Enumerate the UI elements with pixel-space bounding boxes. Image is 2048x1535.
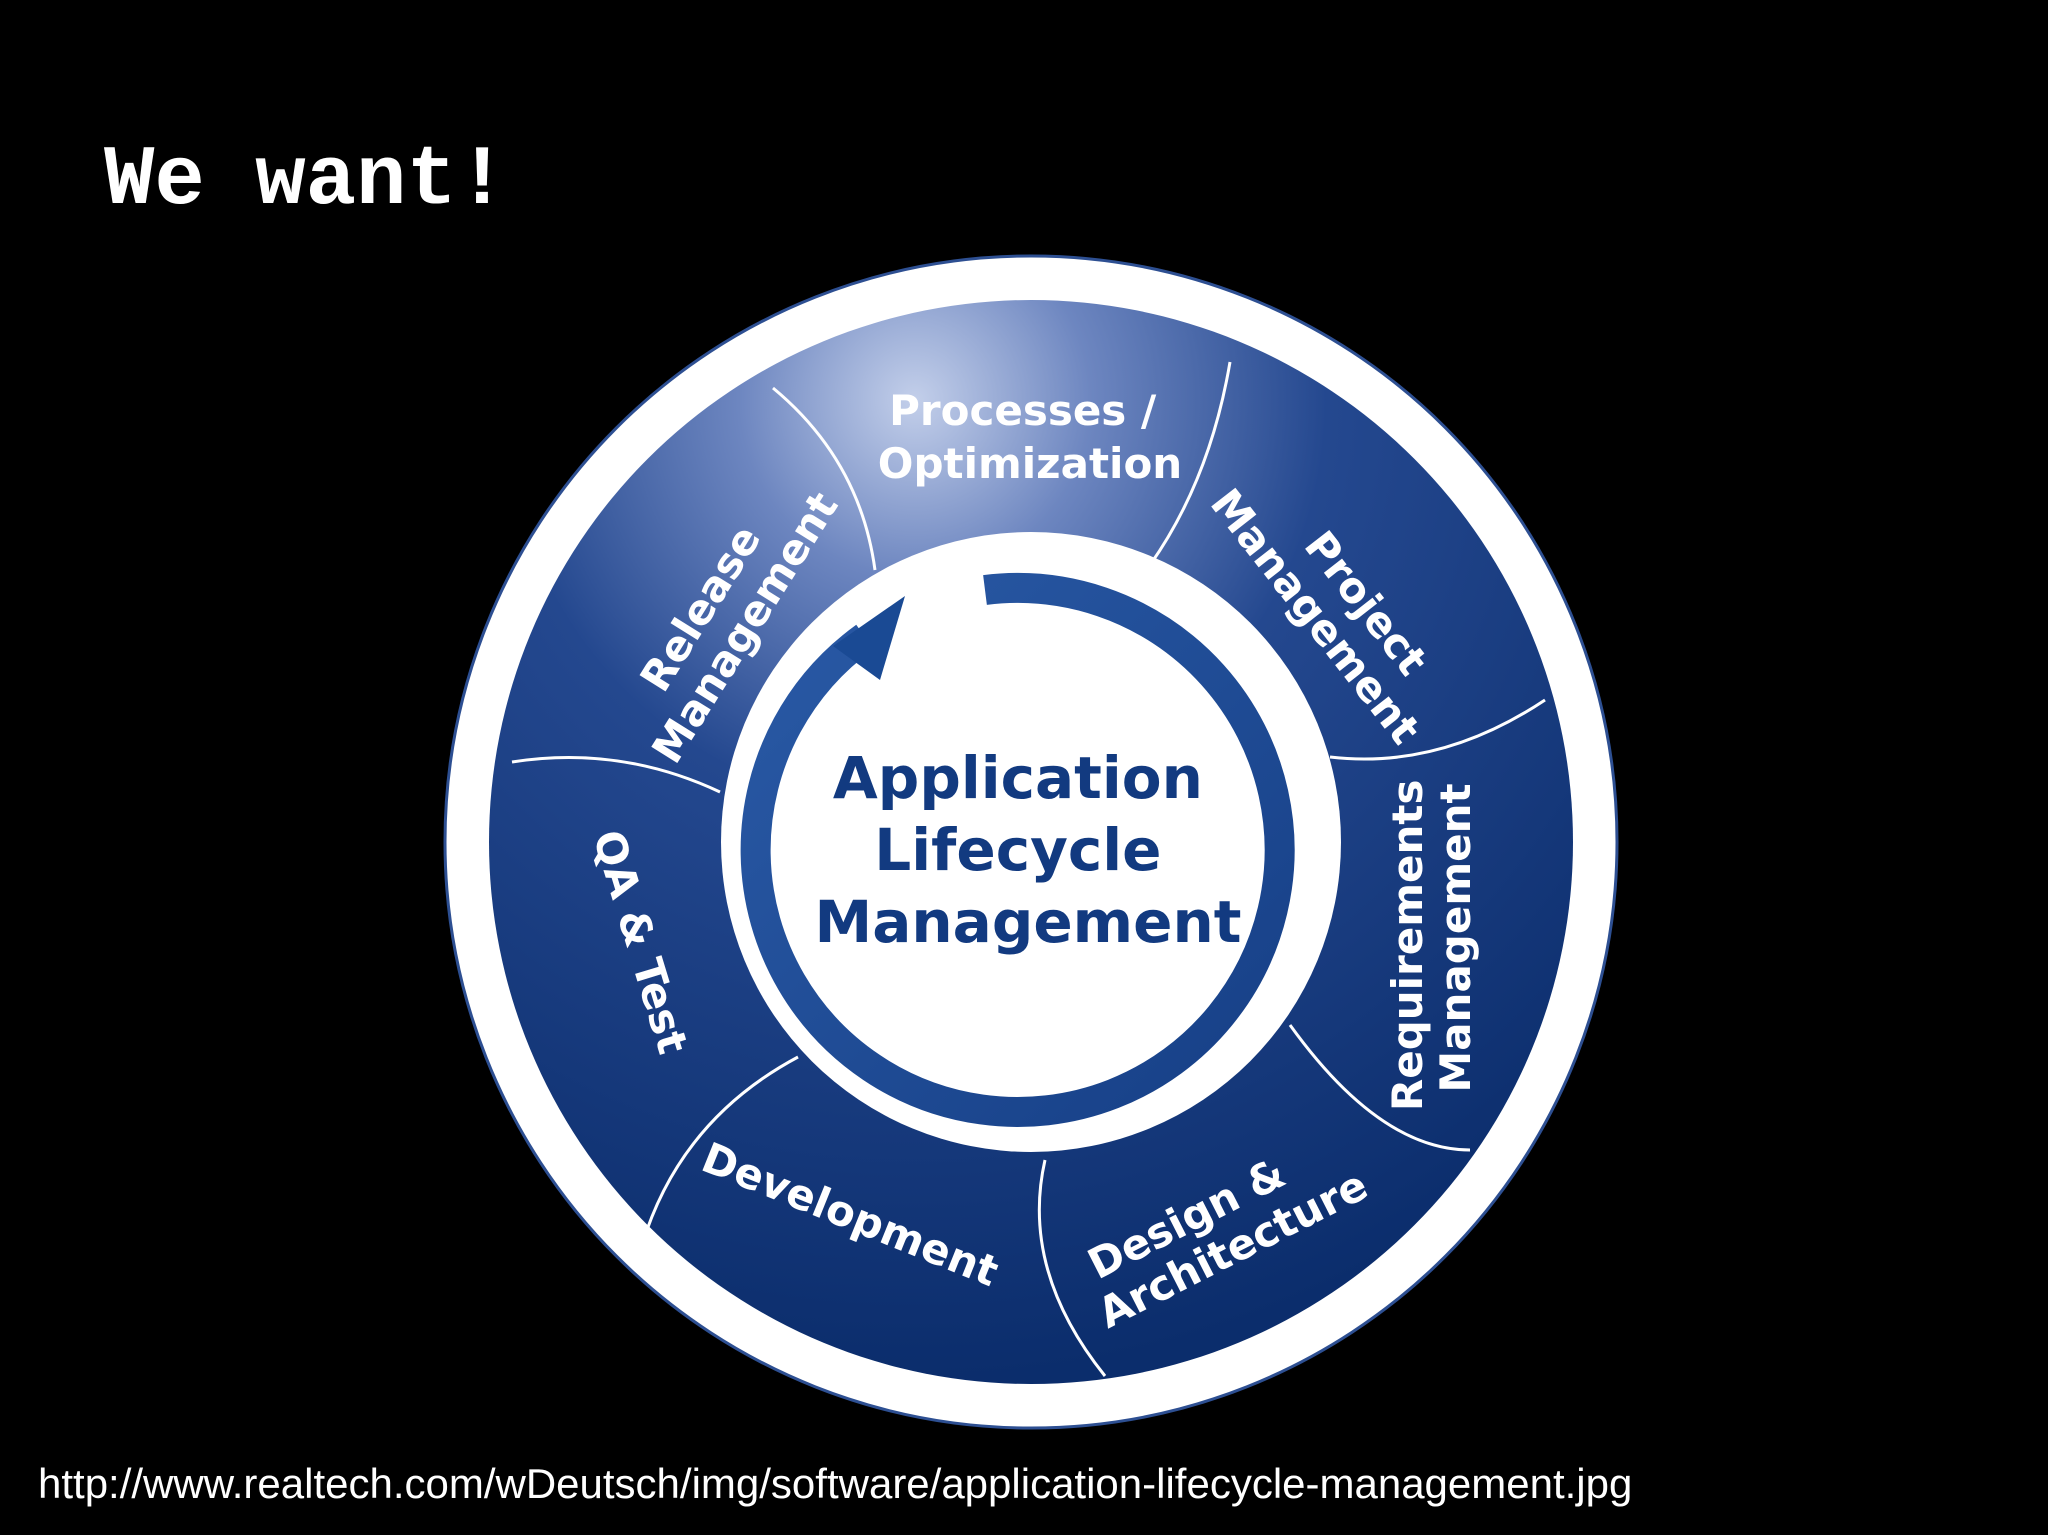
cycle-arrow-head	[833, 596, 905, 680]
cycle-arrow	[740, 573, 1295, 1127]
slide-title: We want!	[104, 134, 508, 229]
segment-requirements: Requirements Management	[1383, 765, 1480, 1112]
inner-disc	[721, 532, 1341, 1152]
center-line: Management	[815, 888, 1242, 956]
segment-label: Management	[1431, 783, 1480, 1092]
segment-processes: Processes / Optimization	[878, 386, 1182, 488]
segment-label: Optimization	[878, 439, 1182, 488]
svg-text:Processes / Optimization: Processes / Optimization	[878, 386, 1182, 488]
segment-label: Processes /	[889, 386, 1157, 435]
svg-text:Requirements Management: Requirements Management	[1383, 765, 1480, 1111]
center-line: Application	[833, 744, 1203, 812]
center-title: Application Lifecycle Management	[815, 744, 1242, 956]
segment-dividers	[511, 361, 1546, 1377]
source-url-link[interactable]: http://www.realtech.com/wDeutsch/img/sof…	[38, 1460, 1633, 1507]
center-line: Lifecycle	[874, 816, 1161, 884]
segment-label: Requirements	[1383, 780, 1432, 1112]
